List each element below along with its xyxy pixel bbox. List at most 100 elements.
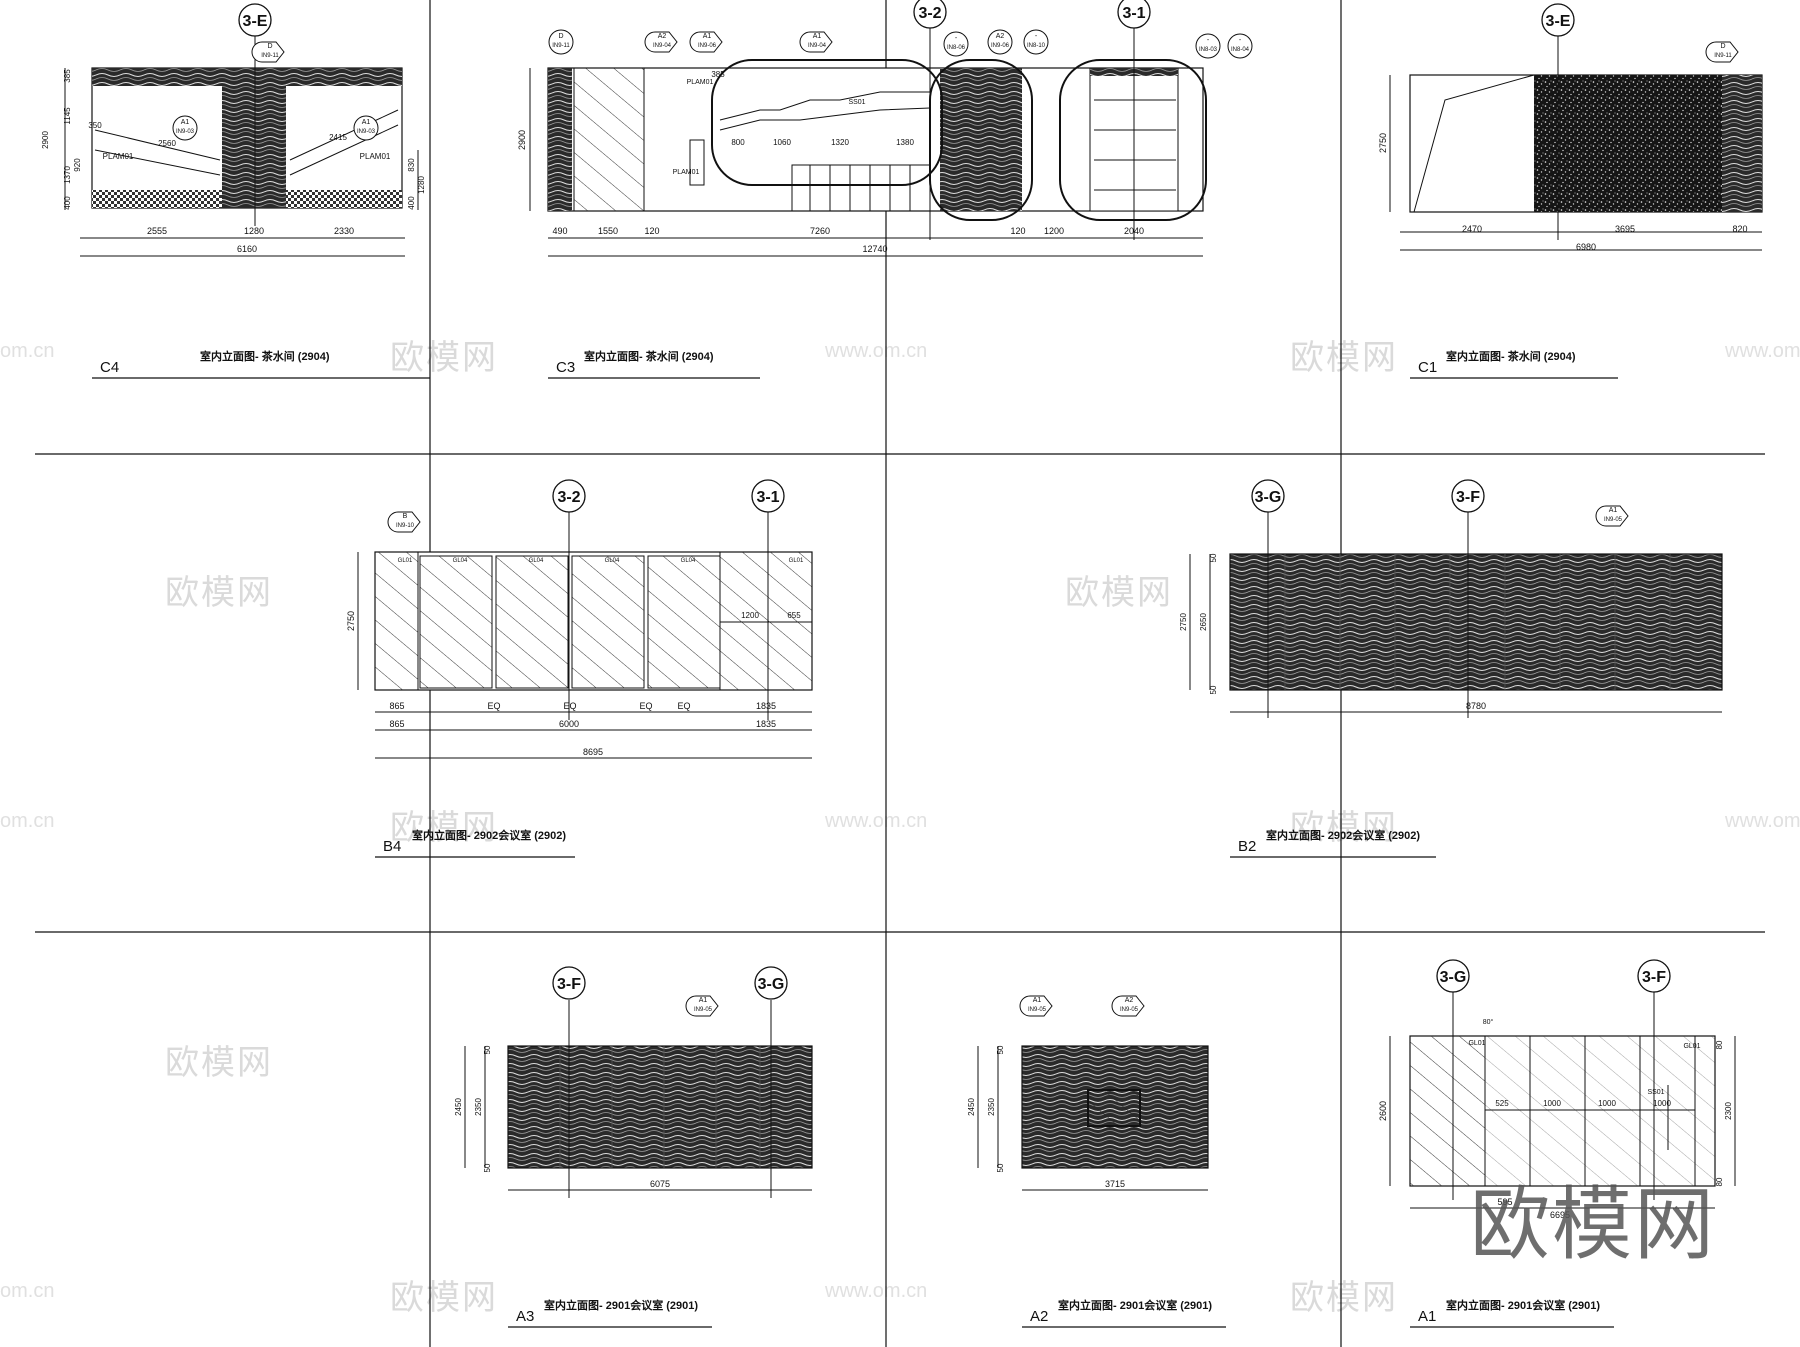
dimension-label: 1280 — [417, 176, 426, 194]
dimension-label: GL01 — [398, 558, 413, 564]
dimension-label: 50 — [483, 1163, 492, 1172]
dimension-label: 400 — [407, 196, 416, 210]
grid-bubble-label: 3-F — [557, 976, 581, 993]
callout-ref: IN8-04 — [1231, 47, 1250, 53]
dimension-label: SS01 — [848, 99, 865, 106]
dimension-label: EQ — [563, 701, 576, 711]
dimension-label: 1145 — [63, 107, 72, 125]
elevation-c4 — [64, 35, 419, 257]
callout-letter: A1 — [1609, 507, 1618, 514]
panel-id: C4 — [100, 359, 119, 376]
dimension-label: 1835 — [756, 719, 776, 729]
dimension-label: 2350 — [987, 1098, 996, 1116]
callout-letter: D — [267, 43, 272, 50]
dimension-label: PLAM01 — [103, 152, 134, 161]
dimension-label: 2415 — [329, 133, 347, 142]
callout-letter: A1 — [181, 119, 190, 126]
dimension-label: 2750 — [1179, 613, 1188, 631]
grid-bubble-label: 3-E — [1546, 13, 1571, 30]
elevation-a3 — [464, 1000, 813, 1198]
dimension-label: PLAM01 — [360, 152, 391, 161]
grid-bubble-label: 3-E — [243, 13, 268, 30]
callout-ref: IN9-04 — [808, 43, 827, 49]
panel-title: 室内立面图- 茶水间 (2904) — [200, 349, 330, 363]
callout-letter: D — [1720, 43, 1725, 50]
callout-letter: - — [1207, 37, 1210, 44]
dimension-label: 6980 — [1576, 242, 1596, 252]
dimension-label: GL01 — [1468, 1040, 1485, 1047]
dimension-label: EQ — [639, 701, 652, 711]
dimension-label: PLAM01 — [687, 79, 714, 86]
grid-bubble-label: 3-2 — [557, 489, 580, 506]
dimension-label: 385 — [711, 70, 725, 79]
callout-ref: IN9-11 — [1714, 53, 1732, 59]
callout-ref: IN8-03 — [1199, 47, 1218, 53]
callout-letter: A1 — [699, 997, 708, 1004]
callout-ref: IN9-05 — [1028, 1007, 1047, 1013]
dimension-label: 1000 — [1598, 1099, 1616, 1108]
grid-bubbles — [238, 0, 1671, 1000]
dimension-label: 50 — [996, 1045, 1005, 1054]
callout-letter: A1 — [703, 33, 712, 40]
dimension-label: 1320 — [831, 138, 849, 147]
grid-bubble-label: 3-2 — [918, 5, 941, 22]
dimension-label: SS01 — [1647, 1089, 1664, 1096]
callout-ref: IN8-10 — [1027, 43, 1046, 49]
elevation-b2 — [1189, 512, 1723, 718]
callout-letter: A2 — [996, 33, 1005, 40]
elevation-b4 — [357, 505, 813, 759]
callout-letter: - — [955, 35, 958, 42]
dimension-label: 6695 — [1550, 1210, 1570, 1220]
callout-ref: IN9-03 — [176, 129, 195, 135]
dimension-label: 1280 — [244, 226, 264, 236]
dimension-label: 2650 — [1199, 613, 1208, 631]
callout-letter: - — [1239, 37, 1242, 44]
dimension-label: 80° — [1483, 1018, 1494, 1026]
dimension-label: 2450 — [967, 1098, 976, 1116]
dimension-label: 120 — [644, 226, 659, 236]
dimension-label: 2900 — [41, 131, 50, 149]
dimension-label: GL04 — [681, 558, 696, 564]
elevation-a2 — [977, 1045, 1209, 1191]
dimension-label: 2555 — [147, 226, 167, 236]
grid-bubble-label: 3-G — [1255, 489, 1282, 506]
panel-title: 室内立面图- 2901会议室 (2901) — [1446, 1298, 1600, 1312]
dimension-label: 50 — [1209, 553, 1218, 562]
watermark-large: 欧模网 — [1470, 1178, 1716, 1271]
dimension-label: 120 — [1010, 226, 1025, 236]
callout-markers — [172, 29, 1739, 1017]
panel-id: A2 — [1030, 1308, 1048, 1325]
dimension-label: 1370 — [63, 166, 72, 184]
dimension-label: 385 — [63, 69, 72, 83]
dimension-label: 50 — [1209, 685, 1218, 694]
dimension-label: 525 — [1495, 1099, 1509, 1108]
callout-ref: IN9-11 — [552, 43, 570, 49]
grid-bubble-label: 3-G — [758, 976, 785, 993]
dimension-label: 1835 — [756, 701, 776, 711]
dimension-label: 50 — [483, 1045, 492, 1054]
callout-letter: B — [403, 513, 408, 520]
elevation-c1 — [1389, 35, 1763, 251]
panel-id: C3 — [556, 359, 575, 376]
callout-letter: A1 — [362, 119, 371, 126]
dimension-label: 2750 — [346, 611, 356, 631]
panel-id: C1 — [1418, 359, 1437, 376]
dimension-label: 595 — [1497, 1197, 1512, 1207]
title-rules — [92, 377, 1618, 1328]
dimension-label: 2330 — [334, 226, 354, 236]
dimension-label: 2450 — [454, 1098, 463, 1116]
callout-letter: A2 — [658, 33, 667, 40]
dimension-label: 80 — [1715, 1177, 1724, 1186]
panel-id: A3 — [516, 1308, 534, 1325]
grid-bubble-label: 3-1 — [756, 489, 779, 506]
panel-id: B2 — [1238, 838, 1256, 855]
dimension-label: EQ — [677, 701, 690, 711]
dimension-label: 1200 — [741, 611, 759, 620]
callout-letter: A1 — [813, 33, 822, 40]
dimension-label: 400 — [63, 196, 72, 210]
callout-letter: D — [558, 33, 563, 40]
callout-ref: IN9-04 — [653, 43, 672, 49]
callout-ref: IN9-05 — [694, 1007, 713, 1013]
